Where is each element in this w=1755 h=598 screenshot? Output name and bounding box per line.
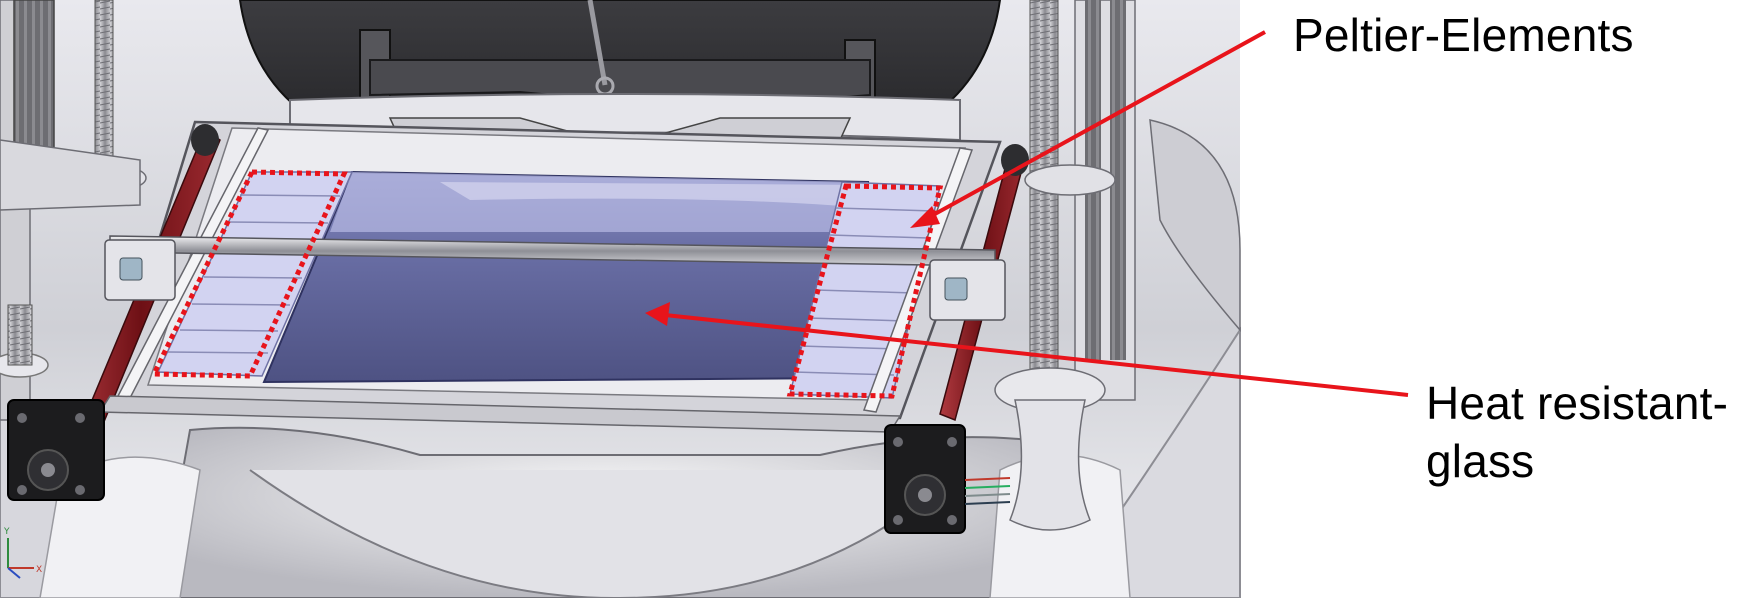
- peltier-highlight-right: [786, 183, 944, 399]
- stepper-motor-left: [7, 399, 105, 501]
- peltier-elements-left: [156, 171, 354, 377]
- heat-resistant-glass-plate: [262, 170, 870, 384]
- peltier-elements-label: Peltier-Elements: [1293, 9, 1634, 61]
- guide-rails: [98, 127, 974, 433]
- axis-triad-x: X: [36, 565, 42, 575]
- axis-triad-y: Y: [3, 527, 10, 537]
- left-z-tower: [0, 0, 147, 421]
- x-carriage-blocks: [104, 239, 1006, 321]
- glass-arrow: [664, 313, 1409, 397]
- print-head-assembly: [238, 0, 1002, 142]
- stepper-motor-right: [884, 424, 1011, 534]
- peltier-arrow: [923, 30, 1266, 222]
- callout-arrows: [645, 30, 1409, 397]
- heat-resistant-glass-label-line2: glass: [1426, 435, 1535, 487]
- peltier-arrow-head: [910, 206, 940, 228]
- glass-arrow-head: [645, 302, 670, 326]
- heat-resistant-glass-label-line1: Heat resistant-: [1426, 377, 1729, 429]
- coordinate-axis-triad: Y X: [3, 527, 42, 579]
- peltier-highlight-boxes: [150, 169, 944, 399]
- right-z-tower: [994, 0, 1241, 531]
